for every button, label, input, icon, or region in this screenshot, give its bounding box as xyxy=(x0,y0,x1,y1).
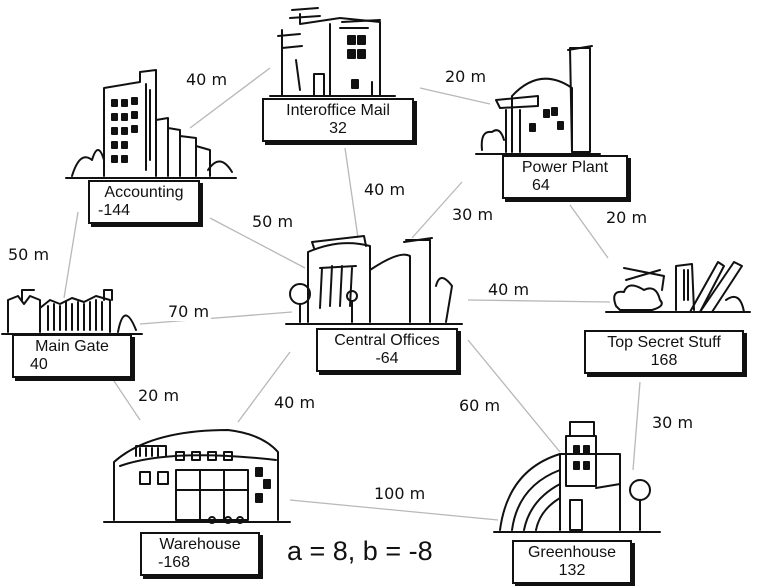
node-central-offices-value: -64 xyxy=(322,350,452,368)
top-secret-building xyxy=(606,262,750,312)
node-greenhouse-value: 132 xyxy=(518,562,626,580)
edge-label-interoffice-central: 40 m xyxy=(362,180,407,199)
edge-label-warehouse-greenhouse: 100 m xyxy=(372,484,427,503)
node-warehouse: Warehouse -168 xyxy=(140,532,260,576)
node-top-secret-name: Top Secret Stuff xyxy=(590,334,738,352)
edge-label-central-topsecret: 40 m xyxy=(486,280,531,299)
power-plant-building xyxy=(476,46,600,154)
node-greenhouse-name: Greenhouse xyxy=(518,544,626,562)
node-accounting-value: -144 xyxy=(94,202,194,220)
edge-label-central-greenhouse: 60 m xyxy=(457,396,502,415)
main-gate-building xyxy=(2,290,142,334)
node-interoffice-mail-value: 32 xyxy=(268,120,408,138)
node-warehouse-value: -168 xyxy=(146,554,254,572)
node-interoffice-mail-name: Interoffice Mail xyxy=(268,102,408,120)
edge-label-accounting-interoffice: 40 m xyxy=(184,70,229,89)
edge-label-powerplant-central: 30 m xyxy=(450,205,495,224)
greenhouse-building xyxy=(494,422,660,532)
warehouse-building xyxy=(104,430,290,523)
node-power-plant-value: 64 xyxy=(508,177,622,195)
edge-label-interoffice-powerplant: 20 m xyxy=(443,67,488,86)
formula-text: a = 8, b = -8 xyxy=(287,536,433,567)
node-top-secret-value: 168 xyxy=(590,352,738,370)
interoffice-mail-building xyxy=(270,8,395,96)
node-main-gate-value: 40 xyxy=(18,356,126,374)
node-main-gate: Main Gate 40 xyxy=(12,334,132,378)
central-offices-building xyxy=(286,236,462,324)
node-accounting: Accounting -144 xyxy=(88,180,200,224)
edge-label-maingate-warehouse: 20 m xyxy=(136,386,181,405)
node-central-offices: Central Offices -64 xyxy=(316,328,458,372)
node-power-plant: Power Plant 64 xyxy=(502,155,628,199)
edge-label-accounting-central: 50 m xyxy=(250,212,295,231)
node-main-gate-name: Main Gate xyxy=(18,338,126,356)
node-interoffice-mail: Interoffice Mail 32 xyxy=(262,98,414,142)
edge-label-central-warehouse: 40 m xyxy=(272,393,317,412)
node-top-secret: Top Secret Stuff 168 xyxy=(584,330,744,374)
edge-label-topsecret-greenhouse: 30 m xyxy=(650,413,695,432)
node-warehouse-name: Warehouse xyxy=(146,536,254,554)
node-accounting-name: Accounting xyxy=(94,184,194,202)
node-power-plant-name: Power Plant xyxy=(508,159,622,177)
edge-label-accounting-maingate: 50 m xyxy=(6,245,51,264)
node-central-offices-name: Central Offices xyxy=(322,332,452,350)
edge-label-maingate-central: 70 m xyxy=(166,302,211,321)
edge-label-powerplant-topsecret: 20 m xyxy=(604,208,649,227)
node-greenhouse: Greenhouse 132 xyxy=(512,540,632,584)
